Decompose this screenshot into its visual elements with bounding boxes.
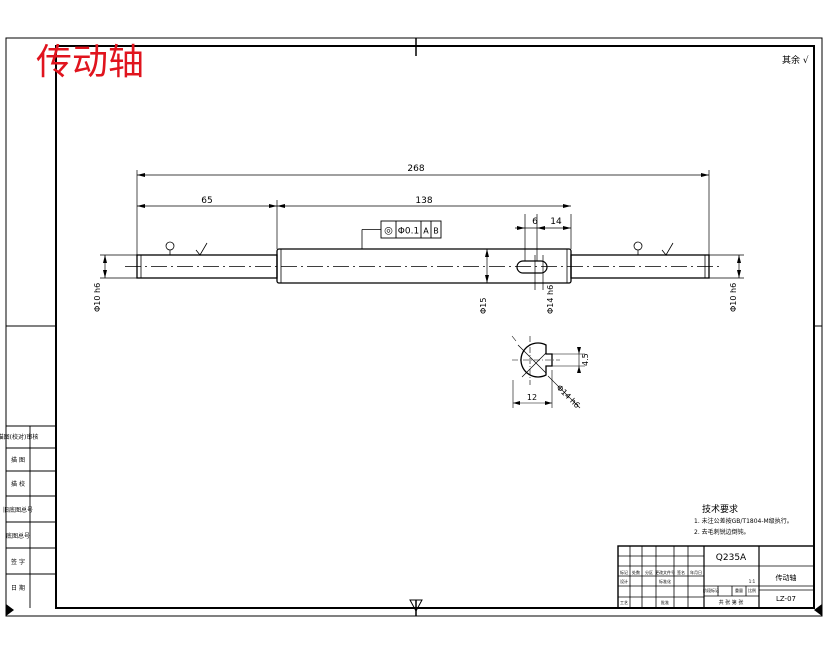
title-block-drawing-no: LZ-07 (776, 595, 796, 603)
section-width-dim: 12 (527, 393, 537, 402)
title-block-part-name: 传动轴 (776, 573, 797, 582)
dim-overall: 268 (407, 164, 424, 174)
title-block-process: 工艺 (620, 600, 628, 605)
direction-mark (409, 599, 423, 613)
roughness-symbols (160, 241, 674, 256)
admin-label-1: 描图(校对)审核 (0, 433, 38, 441)
dim-left-diameter: Φ10 h6 (93, 283, 102, 312)
tolerance-datum-b: B (433, 227, 439, 236)
dim-keyway-offset: 14 (550, 217, 562, 227)
dim-keyway-width: 6 (532, 217, 538, 227)
title-block-sheet: 共 张 第 张 (719, 599, 744, 606)
admin-label-4: 旧底图总号 (3, 506, 33, 514)
admin-label-5: 底图总号 (6, 532, 30, 540)
section-depth-dim: 4.5 (581, 353, 590, 366)
admin-label-7: 日 期 (11, 584, 25, 592)
tolerance-frame: ◎ Φ0.1 A B (361, 220, 442, 249)
admin-label-2: 描 图 (11, 456, 25, 464)
title-block-row-2: 处数 (632, 569, 640, 575)
shaft-middle-segment (276, 248, 572, 284)
title-block-material: Q235A (716, 553, 747, 563)
tolerance-datum-a: A (423, 227, 429, 236)
title-block-weight: 重量 (735, 587, 743, 593)
roughness-note: 其余 √ (782, 54, 809, 66)
keyway-slot (516, 260, 548, 274)
admin-label-3: 描 校 (11, 480, 25, 488)
section-chamfer-dim: Φ14 h6 (555, 383, 582, 410)
title-block-stage: 阶段标记 (703, 587, 719, 593)
dim-middle-segment: 138 (415, 196, 432, 206)
tech-req-item-1: 1. 未注公差按GB/T1804-M级执行。 (694, 517, 793, 525)
inner-frame (55, 45, 815, 609)
dimension-arrows (103, 173, 741, 283)
title-block-approve: 批准 (661, 599, 669, 605)
left-admin-block (6, 425, 56, 608)
tech-req-title: 技术要求 (702, 503, 738, 515)
title-block-standard: 标准化 (659, 578, 671, 584)
title-block-designer: 设计 (620, 578, 628, 584)
title-block-row-3: 分区 (645, 569, 653, 575)
title-block-row-6: 年月日 (690, 569, 702, 575)
title-block (617, 545, 815, 609)
corner-mark-left (6, 604, 14, 616)
tolerance-symbol: ◎ (384, 226, 393, 237)
dim-left-segment: 65 (201, 196, 212, 206)
section-arrows (513, 347, 581, 405)
tolerance-value: Φ0.1 (398, 227, 419, 237)
title-block-row-5: 签名 (677, 569, 685, 575)
admin-label-6: 签 字 (11, 558, 25, 566)
corner-mark-right (814, 604, 822, 616)
tech-req-item-2: 2. 去毛刺锐边倒钝。 (694, 528, 750, 536)
title-block-row-1: 标记 (620, 569, 628, 575)
dim-right-diameter: Φ10 h6 (729, 283, 738, 312)
dimension-lines (100, 170, 744, 290)
dim-mid-diameter: Φ15 (479, 298, 488, 314)
title-block-scale-value: 1:1 (749, 579, 756, 584)
outer-frame (5, 37, 823, 617)
title-block-row-4: 更改文件号 (655, 569, 675, 575)
drawing-title: 传动轴 (36, 42, 144, 83)
title-block-scale: 比例 (748, 587, 756, 593)
shaft-view (125, 248, 722, 284)
dim-key-diameter: Φ14 h6 (546, 285, 555, 314)
